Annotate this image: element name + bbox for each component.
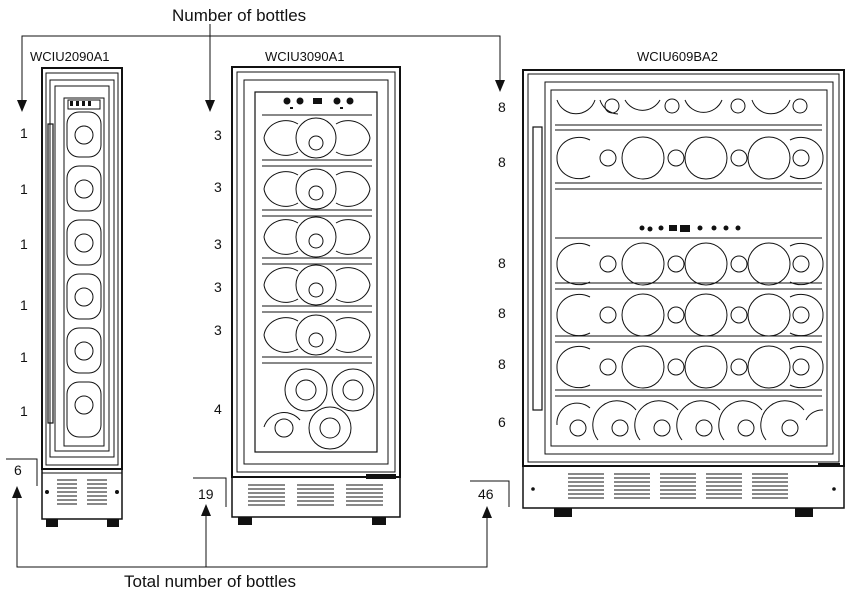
shelf-count: 3 (214, 279, 222, 295)
arrow-up-total-1 (12, 486, 22, 498)
cooler-3-handle (532, 126, 543, 411)
shelf-count: 1 (20, 181, 28, 197)
model-label-2: WCIU3090A1 (265, 49, 345, 64)
shelf-count: 3 (214, 179, 222, 195)
bottom-arrowheads (12, 486, 492, 518)
shelf-count: 1 (20, 125, 28, 141)
arrow-down-cooler-1 (17, 100, 27, 112)
cooler-2-wcium3090a1 (231, 66, 401, 525)
cooler-3-control-panel (639, 225, 741, 232)
shelf-count: 1 (20, 236, 28, 252)
cooler-1-handle (47, 123, 54, 424)
total-brackets (6, 458, 510, 507)
cooler-1-cabinet (41, 67, 123, 470)
cooler-2-control-panel (283, 97, 354, 109)
cooler-1-base (41, 468, 123, 520)
shelf-count: 6 (498, 414, 506, 430)
shelf-count: 8 (498, 356, 506, 372)
cooler-3-wciu609ba2 (522, 69, 845, 517)
arrow-down-cooler-3 (495, 80, 505, 92)
top-caption: Number of bottles (172, 6, 307, 25)
cooler-3-base (522, 465, 845, 509)
shelf-count: 1 (20, 297, 28, 313)
total-count-1: 6 (14, 462, 22, 478)
shelf-count: 3 (214, 236, 222, 252)
shelf-count: 4 (214, 401, 222, 417)
bottom-caption: Total number of bottles (124, 572, 296, 591)
arrow-up-total-3 (482, 506, 492, 518)
arrow-down-cooler-2 (205, 100, 215, 112)
top-connector-lines (21, 24, 501, 106)
cooler-1-wcium2090a1 (41, 67, 123, 527)
shelf-count: 8 (498, 154, 506, 170)
shelf-count: 1 (20, 403, 28, 419)
arrow-up-total-2 (201, 504, 211, 516)
shelf-count: 1 (20, 349, 28, 365)
total-count-2: 19 (198, 486, 214, 502)
shelf-count: 8 (498, 305, 506, 321)
shelf-count: 3 (214, 127, 222, 143)
model-label-1: WCIU2090A1 (30, 49, 110, 64)
cooler-2-cabinet (231, 66, 401, 478)
shelf-count: 8 (498, 99, 506, 115)
top-arrowheads (17, 80, 505, 112)
bottom-connector-lines (16, 494, 488, 568)
shelf-count: 3 (214, 322, 222, 338)
shelf-count: 8 (498, 255, 506, 271)
cooler-2-base (231, 476, 401, 518)
total-count-3: 46 (478, 486, 494, 502)
cooler-3-bottle-rows (556, 136, 824, 441)
model-label-3: WCIU609BA2 (637, 49, 718, 64)
